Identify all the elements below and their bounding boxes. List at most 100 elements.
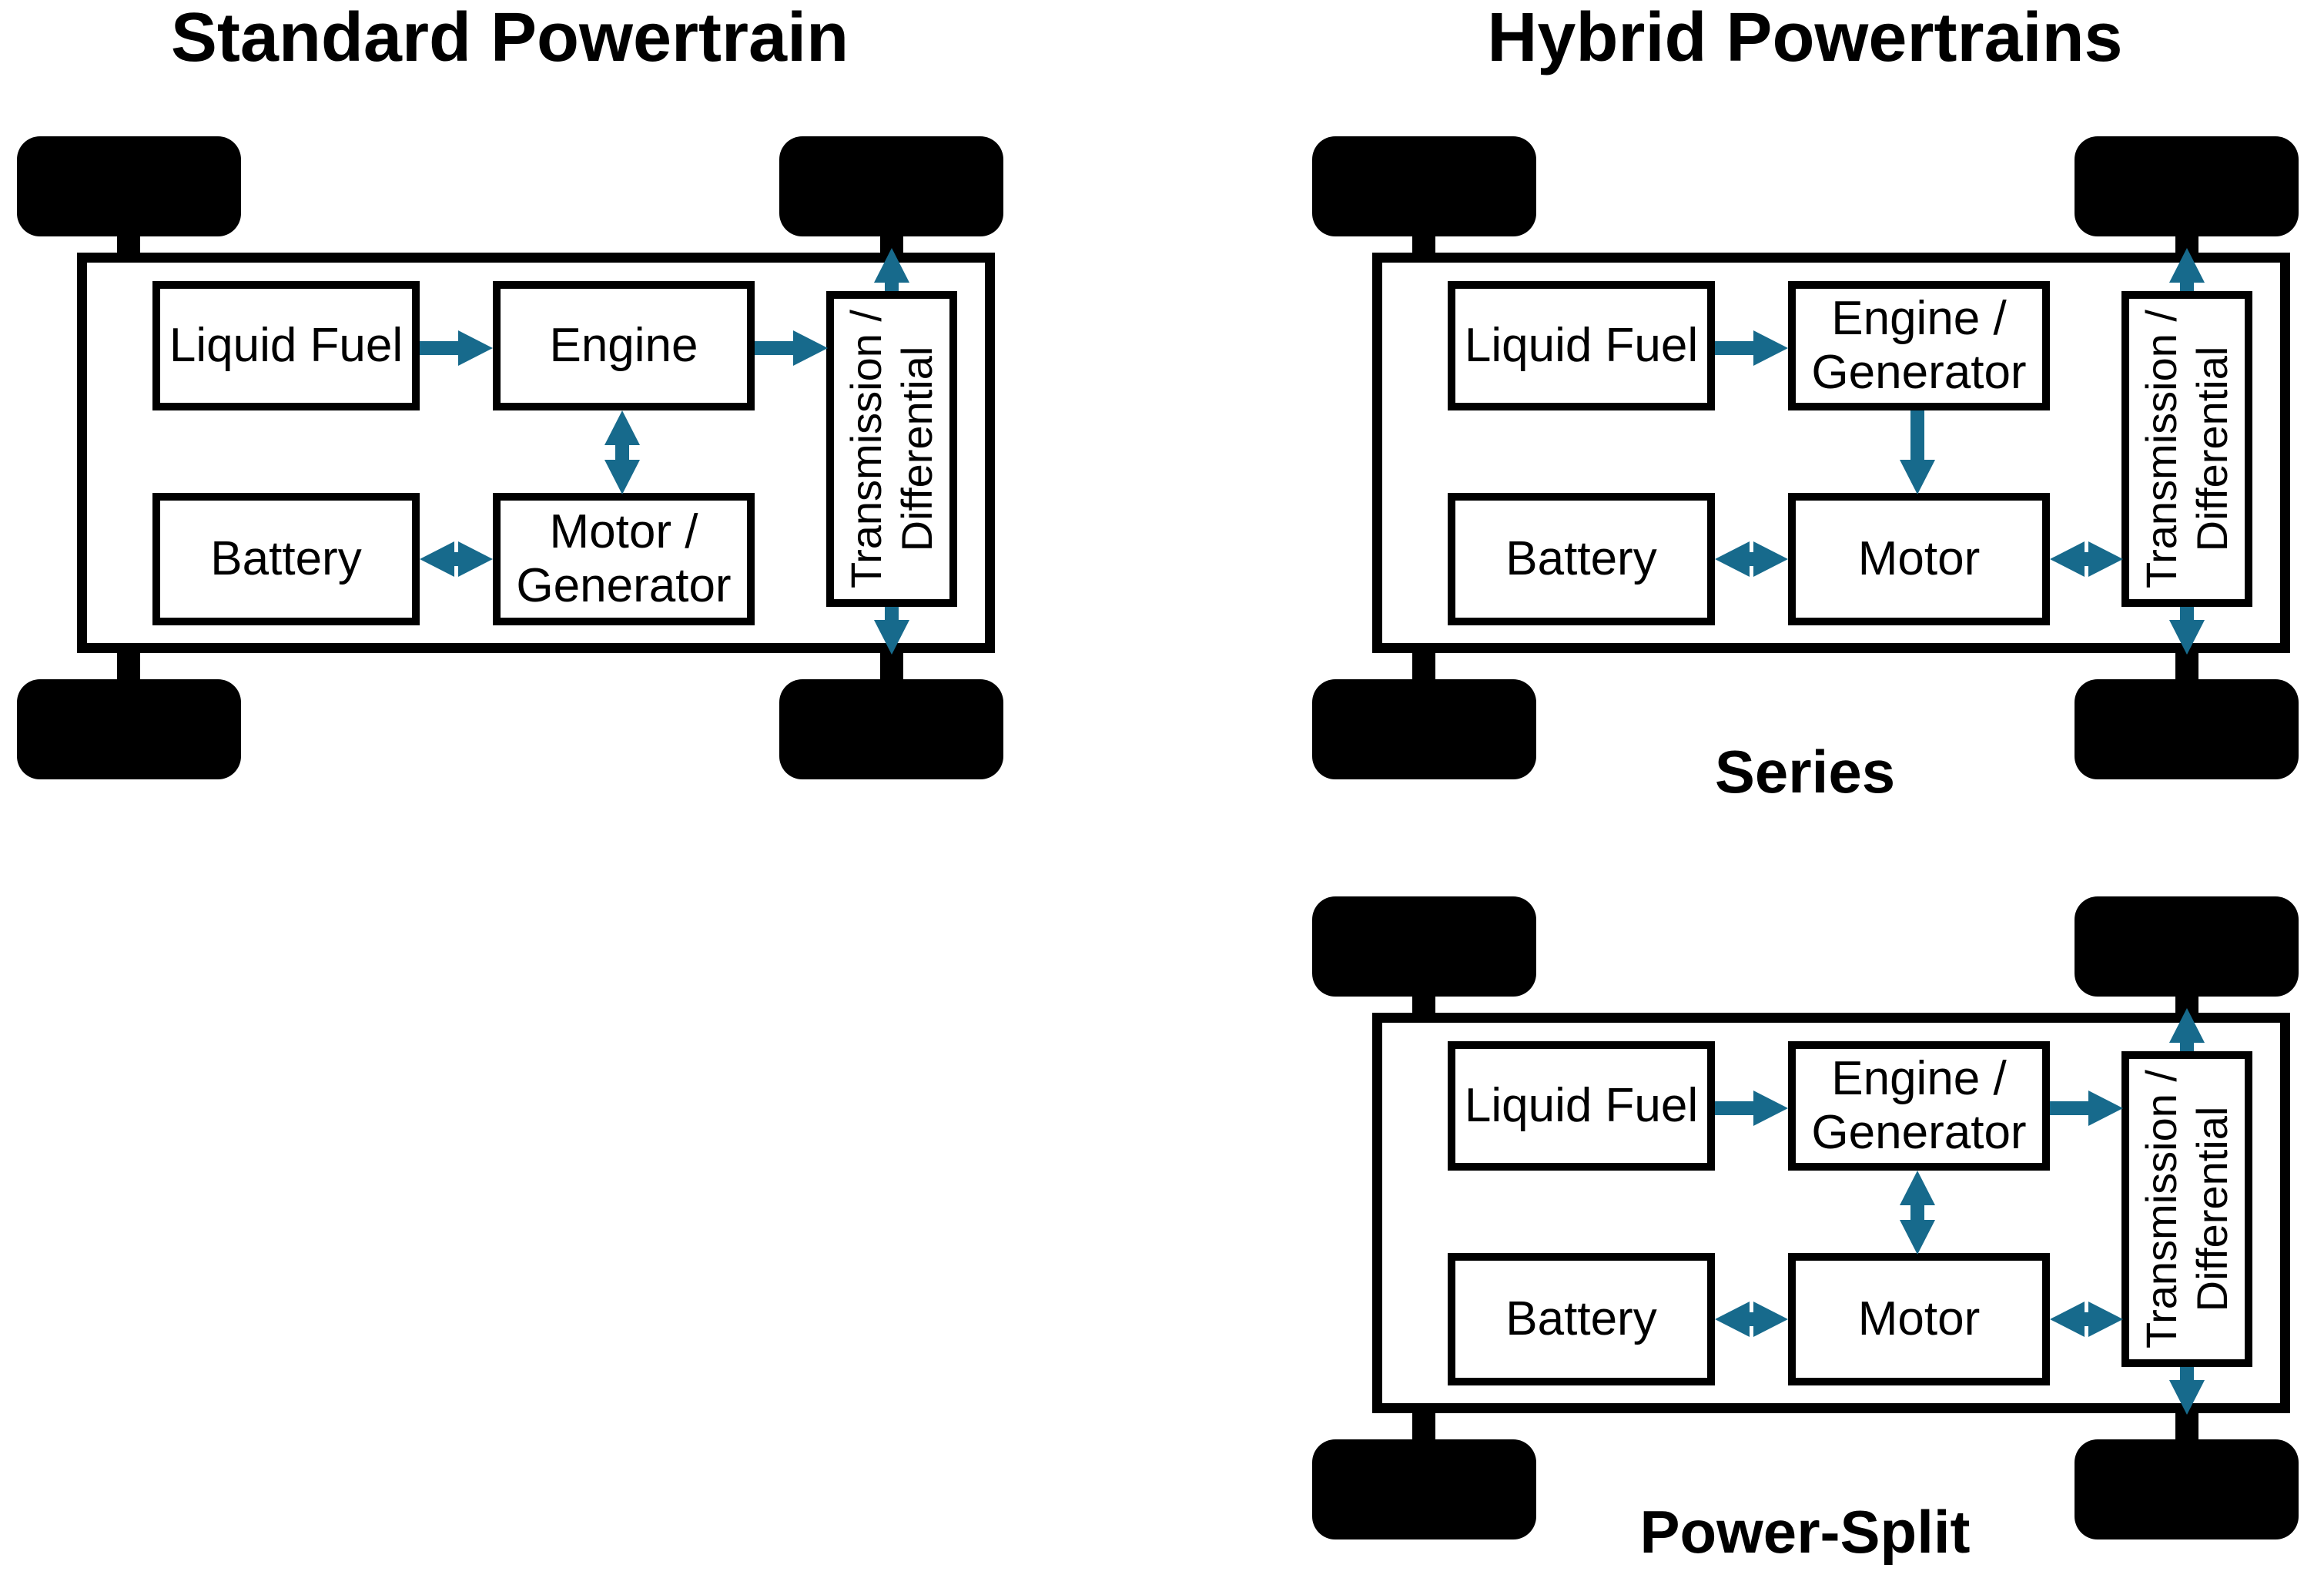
liquid-fuel-box: Liquid Fuel xyxy=(152,281,420,410)
engine-to-transmission-arrow-right-icon xyxy=(2050,1091,2123,1126)
battery-box: Battery xyxy=(152,493,420,625)
rear-left-wheel xyxy=(1312,1439,1536,1539)
rear-left-axle xyxy=(1412,652,1435,680)
rear-right-axle xyxy=(2175,1412,2198,1440)
arrowhead-up-icon xyxy=(2169,248,2205,283)
battery-label: Battery xyxy=(210,531,362,585)
power-split-label: Power-Split xyxy=(1639,1498,1971,1566)
motor-transmission-double-arrow-icon xyxy=(2050,1302,2123,1337)
arrowhead-up-icon xyxy=(2169,1008,2205,1043)
transmission-label-line1: Transmission / xyxy=(2136,310,2185,589)
liquid-fuel-label: Liquid Fuel xyxy=(1464,1078,1699,1132)
transmission-differential-box: Transmission / Differential xyxy=(2121,291,2252,607)
rear-right-wheel xyxy=(2075,679,2299,779)
motor-box: Motor xyxy=(1788,1253,2050,1385)
transmission-differential-label: Transmission / Differential xyxy=(2136,1051,2238,1367)
transmission-label-line1: Transmission / xyxy=(841,310,890,589)
arrowhead-right-icon xyxy=(1753,330,1788,366)
arrowhead-right-icon xyxy=(458,330,493,366)
motor-box: Motor xyxy=(1788,493,2050,625)
front-left-wheel xyxy=(1312,136,1536,236)
motor-generator-box: Motor / Generator xyxy=(493,493,755,625)
motor-transmission-double-arrow-icon xyxy=(2050,541,2123,577)
arrowhead-up-icon xyxy=(1900,1171,1935,1205)
rear-left-axle xyxy=(117,652,140,680)
transmission-differential-box: Transmission / Differential xyxy=(2121,1051,2252,1367)
transmission-differential-label: Transmission / Differential xyxy=(841,291,943,607)
arrowhead-right-icon xyxy=(458,541,493,577)
arrow-shaft xyxy=(2180,1367,2194,1382)
battery-box: Battery xyxy=(1448,493,1715,625)
arrow-shaft xyxy=(615,441,629,464)
battery-label: Battery xyxy=(1505,531,1657,585)
arrow-shaft xyxy=(1910,410,1924,463)
arrowhead-down-icon xyxy=(604,460,640,494)
front-left-axle xyxy=(1412,997,1435,1013)
arrow-shaft xyxy=(885,607,899,621)
engine-generator-box: Engine / Generator xyxy=(1788,1041,2050,1171)
rear-left-axle xyxy=(1412,1412,1435,1440)
chassis-frame xyxy=(1372,1013,2290,1413)
hybrid-powertrains-title: Hybrid Powertrains xyxy=(1487,0,2123,76)
engine-generator-label-line1: Engine / xyxy=(1831,1051,2007,1105)
fuel-to-engine-arrow-right-icon xyxy=(1715,330,1788,366)
engine-label: Engine xyxy=(549,318,698,372)
rear-right-axle xyxy=(2175,652,2198,680)
transmission-label-line2: Differential xyxy=(2188,1106,2236,1312)
battery-label: Battery xyxy=(1505,1292,1657,1345)
arrowhead-right-icon xyxy=(2088,541,2123,577)
rear-right-wheel xyxy=(779,679,1003,779)
arrowhead-left-icon xyxy=(1715,1302,1750,1337)
transmission-differential-box: Transmission / Differential xyxy=(826,291,957,607)
motor-label: Motor xyxy=(1857,531,1981,585)
arrow-shaft xyxy=(2180,1040,2194,1051)
liquid-fuel-box: Liquid Fuel xyxy=(1448,1041,1715,1171)
battery-motor-double-arrow-icon xyxy=(1715,541,1788,577)
arrowhead-right-icon xyxy=(2088,1302,2123,1337)
motor-label: Motor xyxy=(1857,1292,1981,1345)
rear-left-wheel xyxy=(1312,679,1536,779)
arrowhead-up-icon xyxy=(604,410,640,445)
arrowhead-left-icon xyxy=(420,541,454,577)
series-hybrid-diagram: Liquid Fuel Engine / Generator Battery M… xyxy=(1312,136,2299,779)
liquid-fuel-label: Liquid Fuel xyxy=(1464,318,1699,372)
arrowhead-down-icon xyxy=(1900,1220,1935,1255)
arrowhead-up-icon xyxy=(874,248,909,283)
engine-to-motor-arrow-down-icon xyxy=(1900,410,1935,494)
battery-box: Battery xyxy=(1448,1253,1715,1385)
arrowhead-left-icon xyxy=(1715,541,1750,577)
transmission-to-rear-axle-arrow-down-icon xyxy=(2169,1367,2205,1415)
standard-powertrain-title: Standard Powertrain xyxy=(170,0,849,76)
front-right-wheel xyxy=(2075,136,2299,236)
engine-generator-box: Engine / Generator xyxy=(1788,281,2050,410)
arrow-shaft xyxy=(2050,1101,2091,1115)
arrowhead-right-icon xyxy=(1753,541,1788,577)
arrowhead-left-icon xyxy=(2050,1302,2085,1337)
transmission-label-line1: Transmission / xyxy=(2136,1070,2185,1349)
engine-motor-double-arrow-icon xyxy=(1900,1171,1935,1255)
engine-to-transmission-arrow-right-icon xyxy=(755,330,828,366)
arrow-shaft xyxy=(2180,280,2194,291)
front-right-wheel xyxy=(2075,896,2299,997)
liquid-fuel-label: Liquid Fuel xyxy=(169,318,404,372)
arrowhead-down-icon xyxy=(2169,1380,2205,1415)
engine-box: Engine xyxy=(493,281,755,410)
arrow-shaft xyxy=(755,341,796,355)
battery-motor-double-arrow-icon xyxy=(1715,1302,1788,1337)
transmission-to-front-axle-arrow-up-icon xyxy=(2169,1008,2205,1051)
arrow-shaft xyxy=(1910,1201,1924,1224)
transmission-to-rear-axle-arrow-down-icon xyxy=(874,607,909,655)
engine-motor-double-arrow-icon xyxy=(604,410,640,494)
chassis-frame xyxy=(77,253,995,653)
battery-motor-double-arrow-icon xyxy=(420,541,493,577)
arrow-shaft xyxy=(885,280,899,291)
arrow-shaft xyxy=(1715,341,1756,355)
transmission-to-rear-axle-arrow-down-icon xyxy=(2169,607,2205,655)
transmission-to-front-axle-arrow-up-icon xyxy=(874,248,909,291)
arrowhead-right-icon xyxy=(1753,1302,1788,1337)
fuel-to-engine-arrow-right-icon xyxy=(420,330,493,366)
rear-right-axle xyxy=(880,652,903,680)
engine-generator-label-line2: Generator xyxy=(1811,1106,2027,1159)
chassis-frame xyxy=(1372,253,2290,653)
